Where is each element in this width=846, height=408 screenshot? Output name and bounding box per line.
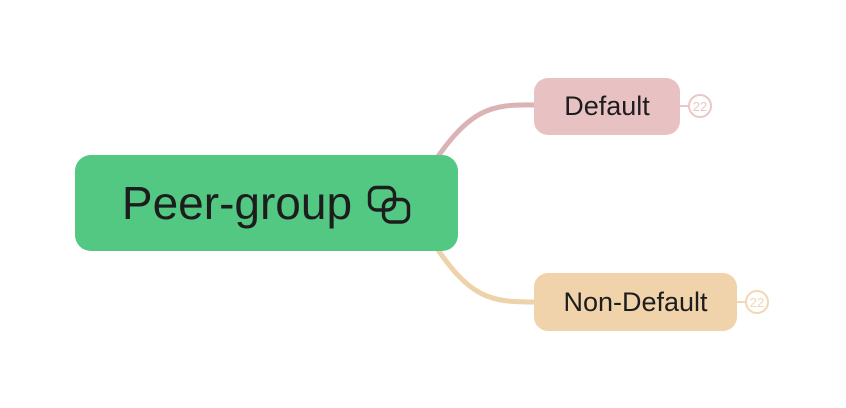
topic-non-default[interactable]: Non-Default	[534, 273, 737, 331]
topic-peer-group-label: Peer-group	[121, 177, 353, 229]
topic-default[interactable]: Default	[534, 78, 680, 135]
topic-count-badge-default[interactable]: 22	[688, 94, 712, 118]
branch-curve-nondefault	[427, 235, 539, 305]
topic-peer-group[interactable]: Peer-group	[75, 155, 458, 251]
branch-curve-default	[427, 102, 539, 171]
topic-count-badge-non-default[interactable]: 22	[745, 290, 769, 314]
linked-topics-icon[interactable]	[367, 185, 411, 225]
topic-non-default-label: Non-Default	[563, 286, 708, 317]
topic-default-label: Default	[564, 91, 650, 121]
